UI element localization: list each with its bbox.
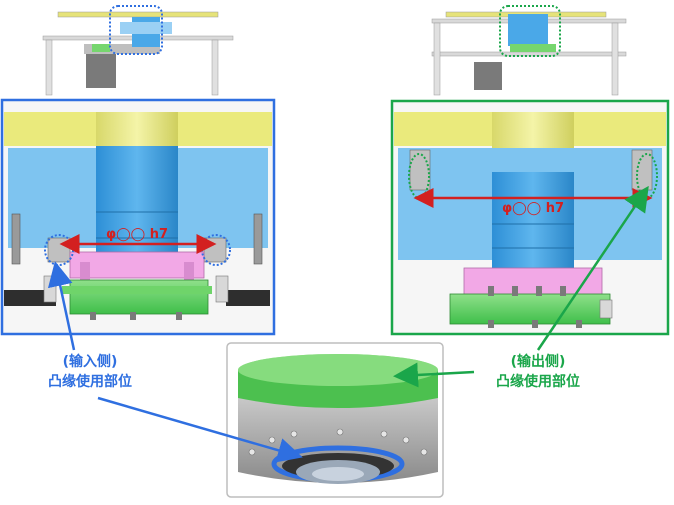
left-section-panel	[0, 98, 276, 336]
flange-3d-render	[226, 342, 444, 498]
output-callout-line2: 凸缘使用部位	[496, 373, 580, 390]
left-dimension-label: φ◯◯ h7	[106, 227, 168, 242]
input-callout-arrow	[47, 261, 303, 463]
right-thumbnail	[431, 5, 627, 96]
left-thumbnail	[42, 5, 234, 96]
output-callout-arrow	[393, 185, 649, 388]
right-dimension-label: φ◯◯ h7	[502, 201, 564, 216]
output-callout-line1: (输出侧)	[511, 353, 566, 370]
input-callout-line2: 凸缘使用部位	[48, 373, 132, 390]
input-callout-line1: (输入侧)	[63, 353, 118, 370]
